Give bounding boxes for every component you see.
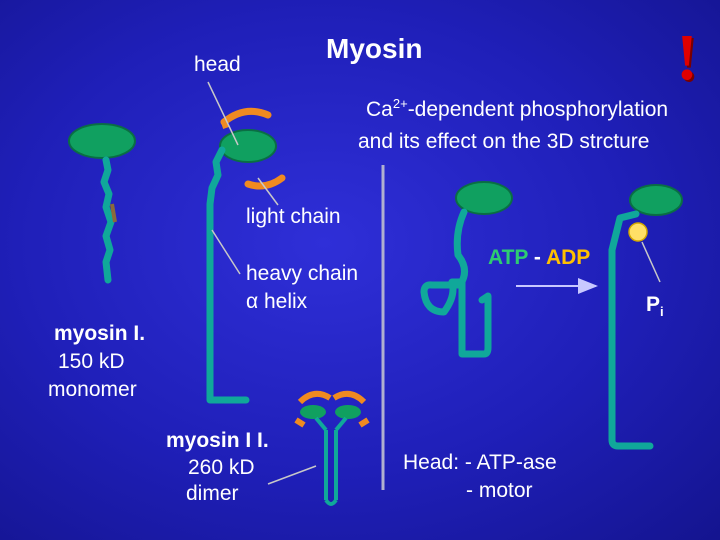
myosin-1-head [68, 123, 136, 159]
dimer-head-right [335, 405, 361, 419]
subtitle-line-2: and its effect on the 3D strcture [358, 130, 650, 153]
dimer-neck-right [334, 416, 348, 432]
subtitle-phosphorylation: -dependent phosphorylation [407, 98, 669, 121]
myosin-1-name: myosin I. [54, 322, 146, 345]
pi-base: P [646, 293, 661, 316]
myosin-1-mass: 150 kD [58, 350, 125, 373]
myosin-1-molecule [68, 123, 136, 284]
myosin-2-name: myosin I I. [166, 429, 269, 452]
pi-sub: i [660, 304, 664, 320]
atp-text: ATP [488, 246, 529, 269]
subtitle-charge: 2+ [392, 96, 408, 111]
before-head [455, 181, 513, 215]
head-function-line-2: - motor [466, 479, 533, 502]
head-label: head [194, 53, 241, 76]
atp-dash: - [528, 246, 546, 269]
subtitle-ca: Ca [366, 98, 393, 121]
light-chain-lower [244, 174, 286, 190]
pi-label: Pi [646, 293, 664, 320]
after-head [629, 184, 683, 216]
slide-title: Myosin [326, 33, 423, 64]
light-chain-label: light chain [246, 205, 341, 228]
adp-text: ADP [545, 246, 591, 269]
dimer-light-chain-right [332, 390, 367, 405]
dimer-light-chain-right-tip [358, 417, 370, 428]
myosin-2-form: dimer [186, 482, 239, 505]
light-chain-pointer-line [257, 177, 279, 206]
myosin-1-tail [100, 156, 115, 284]
exclamation-mark: ! [676, 21, 698, 94]
heavy-chain-before [420, 181, 513, 358]
heavy-chain-label: heavy chain [246, 262, 359, 285]
myosin-2-head [219, 129, 277, 163]
myosin-2-mass: 260 kD [188, 456, 255, 479]
atp-adp-label: ATP - ADP [488, 246, 590, 270]
dimer-neck-left [314, 416, 328, 432]
after-tail [608, 210, 654, 450]
head-pointer-line [207, 81, 239, 146]
myosin-2-tail [206, 146, 250, 404]
light-chain-upper-tip [221, 121, 229, 129]
alpha-helix-label: α helix [246, 290, 308, 313]
heavy-chain-after [608, 184, 683, 450]
light-chain-upper [220, 107, 272, 126]
dimer-tail [324, 430, 338, 500]
subtitle-line-1: Ca2+-dependent phosphorylation [366, 96, 669, 122]
myosin-1-form: monomer [48, 378, 137, 401]
myosin-2-dimer [267, 390, 370, 506]
pi-pointer-line [641, 241, 661, 283]
before-tail [420, 208, 492, 358]
myosin-1-light-chain [110, 203, 117, 223]
dimer-light-chain-left-tip [294, 417, 306, 428]
dimer-tail-curl [324, 498, 338, 506]
phosphate-circle [628, 222, 648, 242]
myosin-2-heavy-chain [206, 81, 286, 404]
dimer-light-chain-left [297, 390, 332, 405]
dimer-pointer-line [267, 465, 317, 485]
dimer-head-left [300, 405, 326, 419]
head-function-line-1: Head: - ATP-ase [403, 451, 557, 474]
heavy-chain-pointer-line [211, 229, 241, 275]
